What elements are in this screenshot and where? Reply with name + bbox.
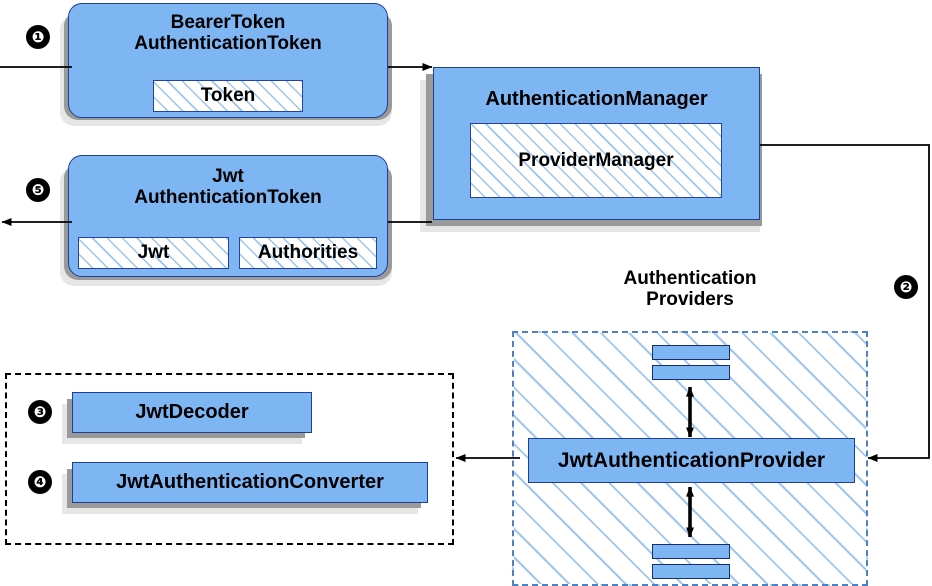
authentication-manager-box[interactable]: AuthenticationManager ProviderManager: [433, 67, 760, 220]
jwt-decoder-label: JwtDecoder: [135, 401, 249, 423]
jwt-authentication-provider-label: JwtAuthenticationProvider: [557, 448, 826, 472]
jwt-authentication-provider-box[interactable]: JwtAuthenticationProvider: [528, 438, 855, 483]
token-box[interactable]: Token: [153, 80, 303, 112]
token-label: Token: [200, 85, 256, 106]
step-badge-3: ❸: [28, 400, 52, 424]
bearer-token-title: BearerToken AuthenticationToken: [69, 12, 387, 55]
jwt-authentication-converter-box[interactable]: JwtAuthenticationConverter: [72, 462, 428, 503]
provider-manager-box[interactable]: ProviderManager: [470, 123, 722, 198]
jwt-token-title-line2: AuthenticationToken: [134, 187, 322, 209]
step-badge-5: ❺: [26, 178, 50, 202]
jwt-support-region: [5, 373, 454, 545]
jwt-label: Jwt: [137, 242, 170, 263]
provider-stub-top-2: [652, 365, 730, 380]
provider-manager-label: ProviderManager: [518, 149, 674, 171]
providers-caption-line1: Authentication: [623, 268, 757, 289]
bearer-token-title-line2: AuthenticationToken: [134, 33, 322, 55]
jwt-token-title-line1: Jwt: [212, 166, 244, 187]
jwt-authentication-token-box[interactable]: Jwt AuthenticationToken Jwt Authorities: [68, 155, 388, 277]
provider-stub-bottom-1: [652, 544, 730, 559]
providers-caption-line2: Providers: [646, 289, 734, 311]
jwt-token-title: Jwt AuthenticationToken: [69, 166, 387, 209]
authentication-manager-title: AuthenticationManager: [485, 88, 708, 110]
bearer-token-title-line1: BearerToken: [170, 12, 286, 33]
provider-stub-bottom-2: [652, 564, 730, 579]
authorities-label: Authorities: [257, 242, 359, 263]
jwt-box[interactable]: Jwt: [78, 237, 229, 269]
step-badge-4: ❹: [28, 470, 52, 494]
authentication-providers-caption: Authentication Providers: [512, 268, 868, 311]
jwt-decoder-box[interactable]: JwtDecoder: [72, 392, 312, 433]
provider-stub-top-1: [652, 345, 730, 360]
step-badge-1: ❶: [26, 25, 50, 49]
bearer-token-authentication-token-box[interactable]: BearerToken AuthenticationToken Token: [68, 3, 388, 118]
authorities-box[interactable]: Authorities: [239, 237, 377, 269]
connector-manager-to-provider: [760, 144, 930, 462]
step-badge-2: ❷: [894, 275, 918, 299]
jwt-authentication-converter-label: JwtAuthenticationConverter: [116, 471, 384, 493]
